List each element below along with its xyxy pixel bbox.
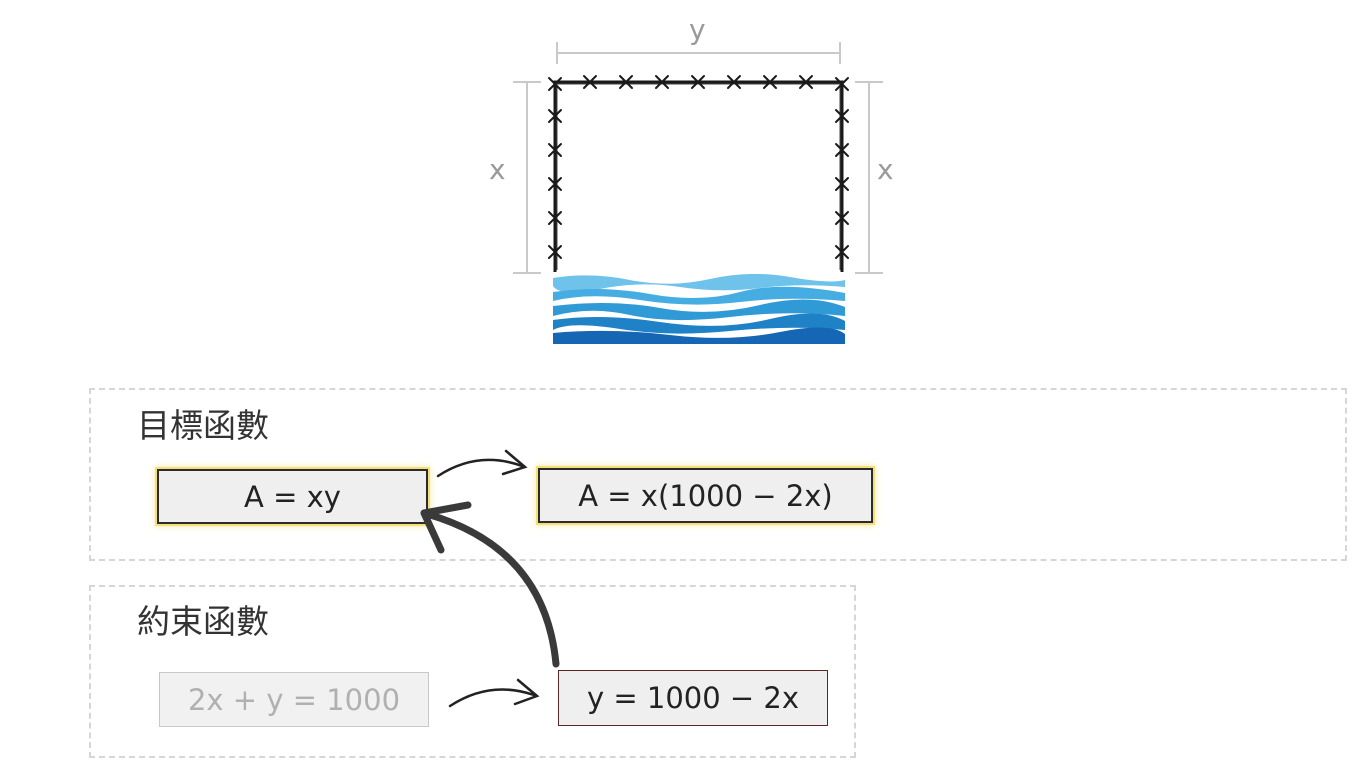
fence-barb (835, 109, 849, 123)
fence-barb (583, 75, 597, 89)
fence-barb (691, 75, 705, 89)
fence-barb (548, 211, 562, 225)
fence-barb (548, 177, 562, 191)
fence-barb (548, 143, 562, 157)
fence (548, 75, 849, 272)
dimension-line-right (855, 81, 883, 274)
fence-barb (763, 75, 777, 89)
solved-equation-box: y = 1000 − 2x (558, 670, 828, 726)
constraint-title: 約束函數 (137, 602, 269, 641)
fence-barb (548, 77, 562, 91)
objective-title: 目標函數 (137, 406, 269, 445)
fence-barb (619, 75, 633, 89)
fence-barb (835, 245, 849, 259)
objective-equation-box: A = xy (157, 469, 428, 524)
dimension-line-top (556, 42, 841, 64)
fence-barb (799, 75, 813, 89)
fence-barb (835, 211, 849, 225)
river-icon (553, 274, 845, 344)
substituted-equation-box: A = x(1000 − 2x) (538, 468, 873, 523)
fence-barb (727, 75, 741, 89)
fence-barb (835, 177, 849, 191)
constraint-panel (89, 585, 856, 758)
fence-barb (655, 75, 669, 89)
constraint-equation-box: 2x + y = 1000 (159, 672, 429, 727)
fence-barb (835, 143, 849, 157)
fence-barb (548, 245, 562, 259)
arrow-objective-to-substituted (436, 449, 528, 478)
fence-barb (548, 109, 562, 123)
dimension-line-left (513, 81, 541, 274)
arrow-constraint-to-solved (448, 678, 540, 708)
fence-barb (835, 77, 849, 91)
label-top-y: y (689, 13, 706, 46)
label-left-x: x (489, 153, 506, 186)
label-right-x: x (877, 153, 894, 186)
objective-panel (89, 388, 1347, 561)
arrow-substitute-y (420, 501, 560, 668)
